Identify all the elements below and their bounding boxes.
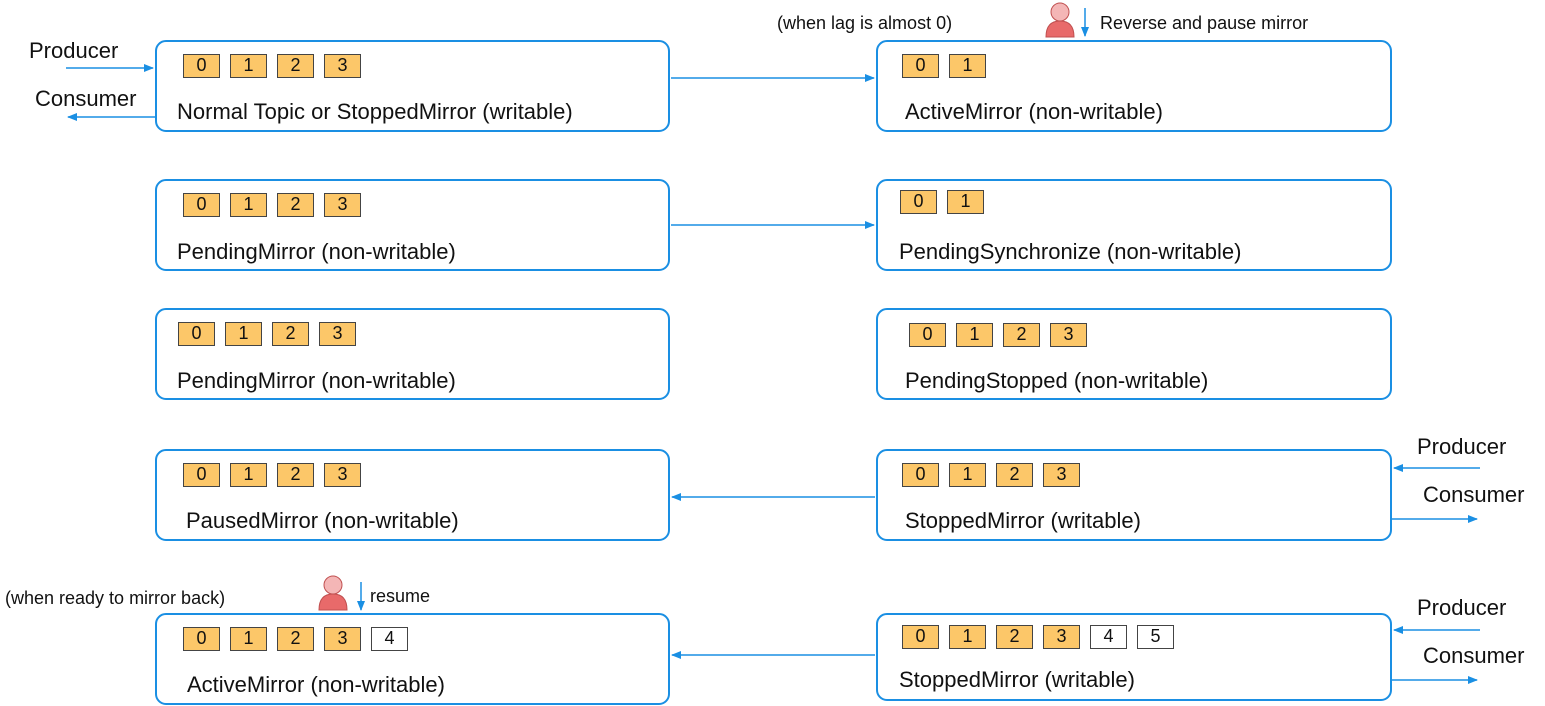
bottom-action-text: resume: [370, 586, 431, 606]
partition-cell: 3: [324, 463, 361, 487]
state-label: ActiveMirror (non-writable): [905, 99, 1163, 124]
partition-cell: 0: [183, 193, 220, 217]
producer-label-row4: Producer: [1417, 434, 1507, 459]
state-label: PendingMirror (non-writable): [177, 368, 456, 393]
state-label: PausedMirror (non-writable): [186, 508, 459, 533]
person-icon: [318, 575, 348, 611]
partition-cell: 3: [324, 627, 361, 651]
partition-cell: 4: [371, 627, 408, 651]
partition-cell: 2: [277, 193, 314, 217]
partition-cell: 0: [183, 54, 220, 78]
state-label: StoppedMirror (writable): [905, 508, 1141, 533]
partition-cell: 2: [996, 463, 1033, 487]
partition-cell: 1: [230, 54, 267, 78]
partition-cell: 3: [324, 193, 361, 217]
state-label: PendingStopped (non-writable): [905, 368, 1209, 393]
partition-cell: 1: [949, 463, 986, 487]
state-label: PendingMirror (non-writable): [177, 239, 456, 264]
top-action-text: Reverse and pause mirror: [1100, 13, 1309, 33]
partition-cell: 1: [230, 627, 267, 651]
partition-cell: 1: [230, 463, 267, 487]
producer-label-row5: Producer: [1417, 595, 1507, 620]
state-label: StoppedMirror (writable): [899, 667, 1135, 692]
partition-cell: 0: [900, 190, 937, 214]
partition-cell: 2: [272, 322, 309, 346]
partition-cell: 0: [178, 322, 215, 346]
top-condition-text: (when lag is almost 0): [777, 13, 953, 33]
bottom-condition-text: (when ready to mirror back): [5, 588, 226, 608]
partition-cell: 1: [230, 193, 267, 217]
partition-cell: 0: [909, 323, 946, 347]
partition-cell: 0: [183, 463, 220, 487]
partition-cell: 2: [996, 625, 1033, 649]
consumer-label-top-left: Consumer: [35, 86, 137, 111]
partition-cell: 3: [1043, 625, 1080, 649]
partition-cell: 3: [1043, 463, 1080, 487]
partition-cell: 5: [1137, 625, 1174, 649]
partition-cell: 2: [277, 463, 314, 487]
partition-cell: 0: [183, 627, 220, 651]
person-icon: [1045, 2, 1075, 38]
state-label: Normal Topic or StoppedMirror (writable): [177, 99, 573, 124]
consumer-label-row5: Consumer: [1423, 643, 1525, 668]
partition-cell: 0: [902, 463, 939, 487]
partition-cell: 4: [1090, 625, 1127, 649]
partition-cell: 0: [902, 54, 939, 78]
partition-cell: 3: [1050, 323, 1087, 347]
partition-cell: 1: [949, 625, 986, 649]
partition-cell: 1: [947, 190, 984, 214]
partition-cell: 3: [324, 54, 361, 78]
partition-cell: 2: [1003, 323, 1040, 347]
partition-cell: 1: [956, 323, 993, 347]
partition-cell: 2: [277, 54, 314, 78]
state-label: ActiveMirror (non-writable): [187, 672, 445, 697]
consumer-label-row4: Consumer: [1423, 482, 1525, 507]
partition-cell: 2: [277, 627, 314, 651]
partition-cell: 1: [949, 54, 986, 78]
state-label: PendingSynchronize (non-writable): [899, 239, 1242, 264]
producer-label-top-left: Producer: [29, 38, 119, 63]
partition-cell: 3: [319, 322, 356, 346]
partition-cell: 1: [225, 322, 262, 346]
partition-cell: 0: [902, 625, 939, 649]
